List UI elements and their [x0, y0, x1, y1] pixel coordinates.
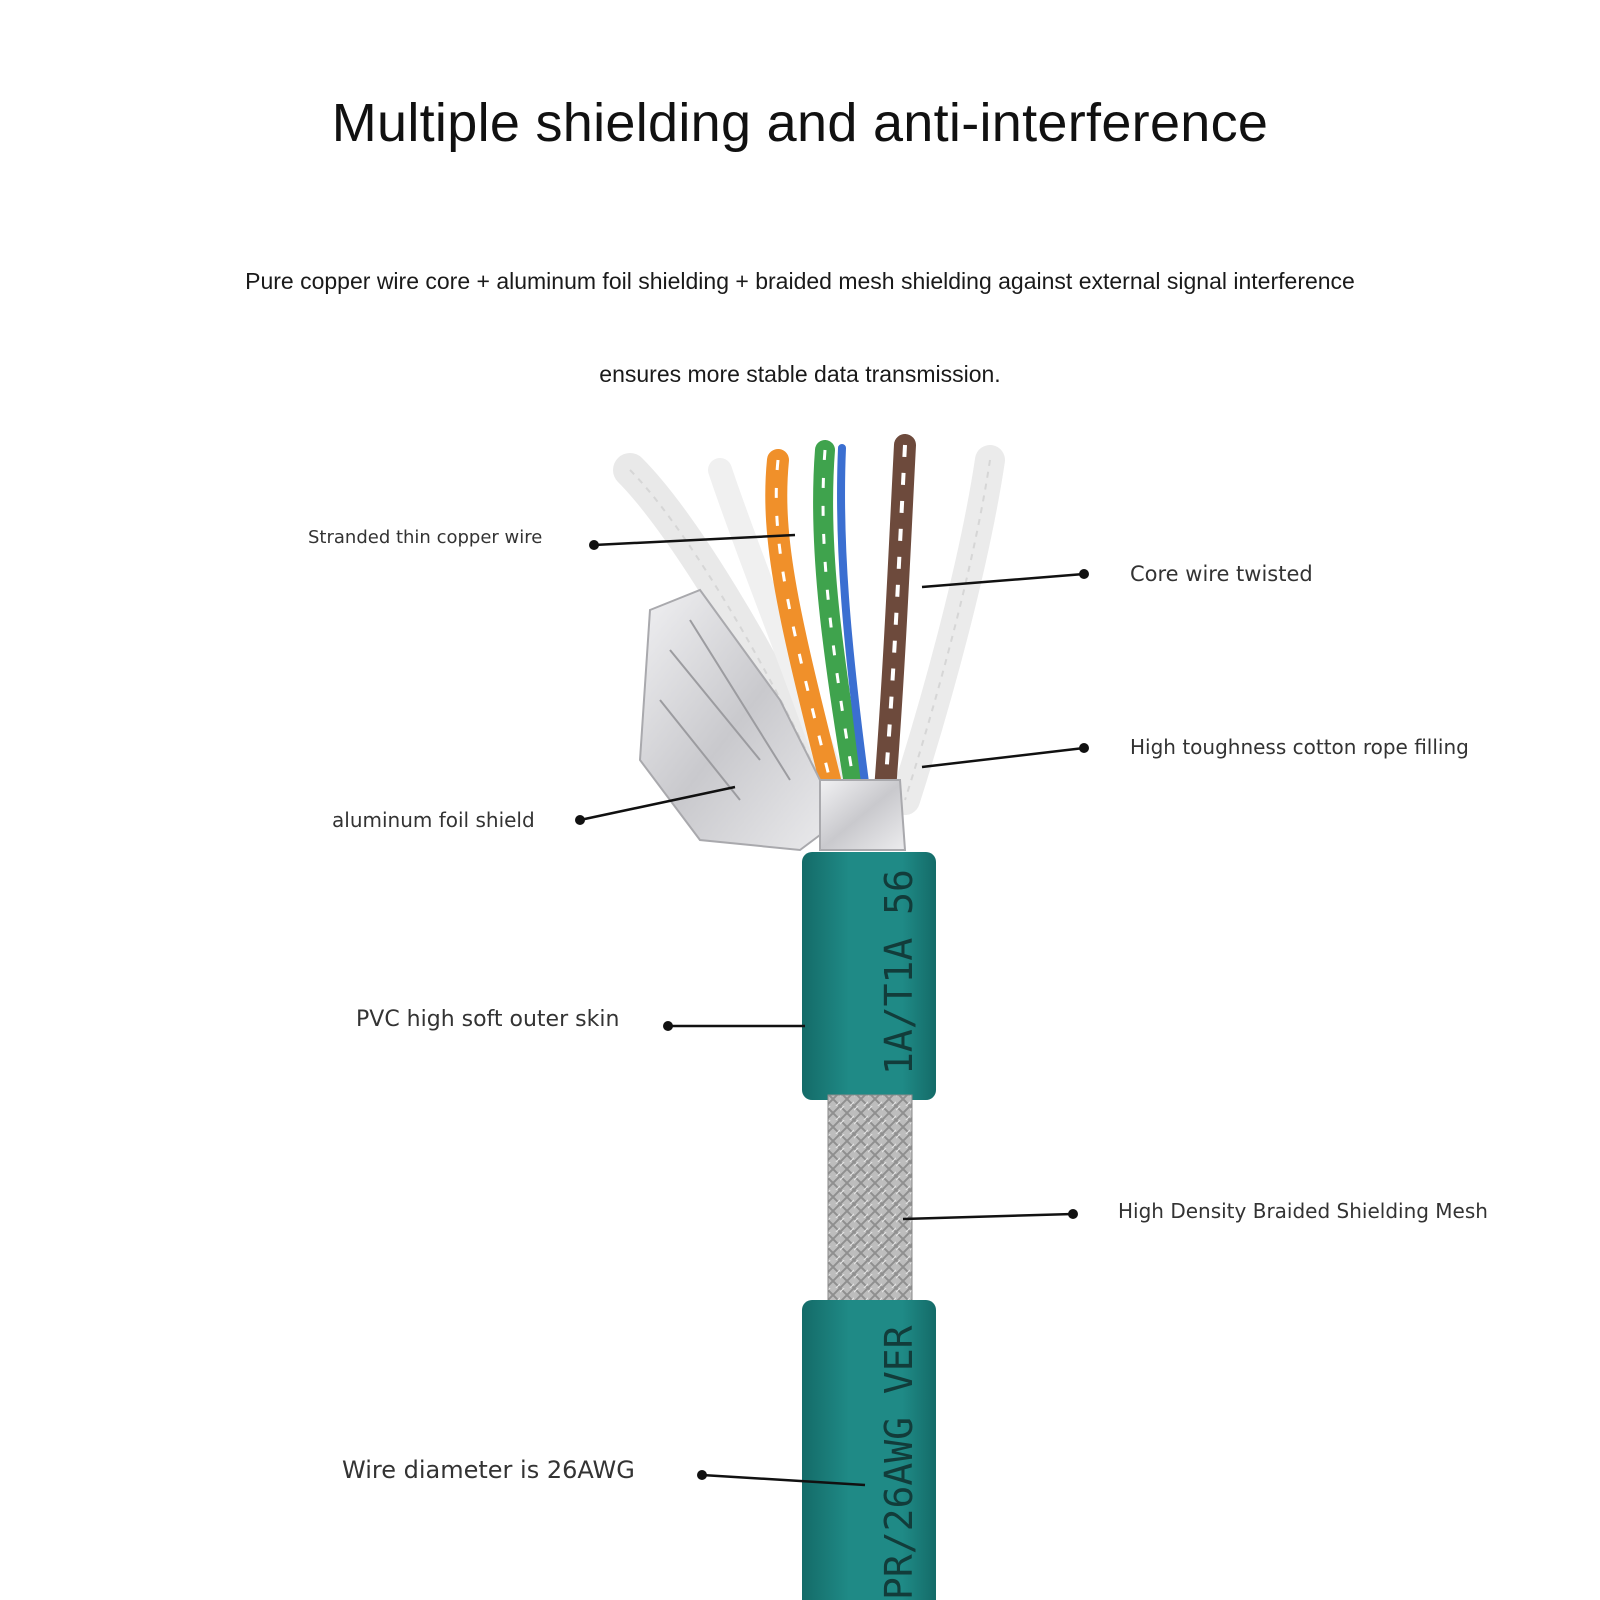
label-cotton-rope: High toughness cotton rope filling — [1130, 735, 1469, 759]
pvc-jacket-lower — [802, 1300, 936, 1600]
subtitle-line-2: ensures more stable data transmission. — [599, 361, 1001, 387]
jacket-print-lower: PR/26AWG VER — [877, 1325, 921, 1600]
leader-dots — [575, 540, 1089, 1480]
label-core-twisted: Core wire twisted — [1130, 562, 1313, 586]
subtitle-line-1: Pure copper wire core + aluminum foil sh… — [245, 268, 1355, 294]
pvc-jacket-upper — [802, 852, 936, 1100]
aluminum-foil — [638, 588, 907, 852]
core-wires — [765, 434, 916, 801]
label-wire-diameter: Wire diameter is 26AWG — [342, 1456, 635, 1484]
jacket-print-upper: 1A/T1A 56 — [877, 869, 921, 1075]
label-braided-mesh: High Density Braided Shielding Mesh — [1118, 1199, 1488, 1223]
page-title: Multiple shielding and anti-interference — [331, 93, 1269, 153]
label-foil-shield: aluminum foil shield — [332, 808, 535, 832]
label-stranded-copper: Stranded thin copper wire — [308, 527, 543, 548]
leader-lines — [579, 533, 1085, 1487]
braided-mesh — [827, 1094, 913, 1306]
label-pvc-skin: PVC high soft outer skin — [356, 1007, 620, 1032]
